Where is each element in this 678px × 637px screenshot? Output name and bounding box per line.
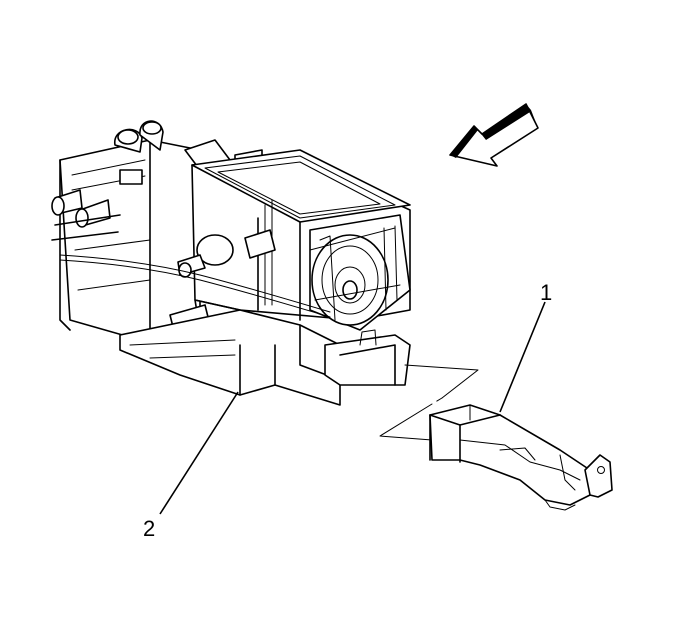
callout-1-leader: [499, 301, 546, 413]
callout-2-leader: [159, 391, 239, 515]
callout-2-label: 2: [143, 516, 155, 541]
callout-1-label: 1: [540, 280, 552, 305]
hvac-module-assembly: [51, 120, 411, 406]
explosion-guide-lines: [379, 364, 479, 441]
callout-leaders: [159, 301, 546, 515]
direction-arrow-icon: [449, 103, 539, 167]
floor-air-duct: [429, 404, 613, 511]
